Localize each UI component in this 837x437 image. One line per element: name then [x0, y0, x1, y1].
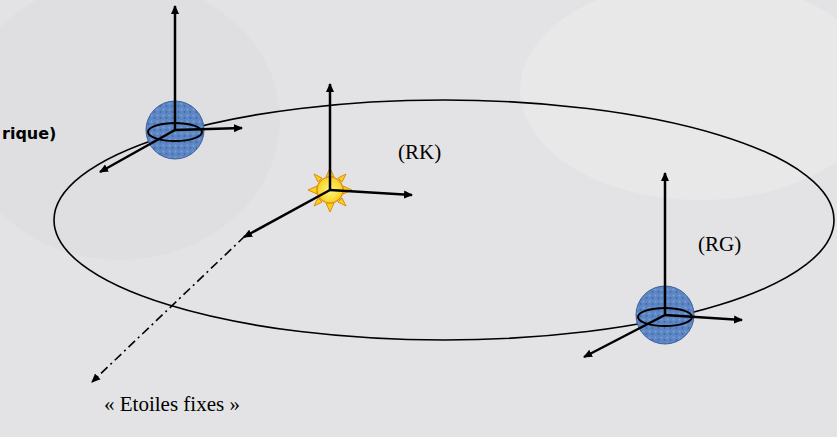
earth-right — [584, 173, 742, 357]
orbit — [54, 100, 834, 340]
frame-label: (RG) — [698, 232, 741, 256]
frame-label: (RK) — [398, 140, 441, 164]
cut-caption-fragment: rique) — [2, 125, 56, 143]
earth-left — [100, 6, 242, 172]
fixed-stars-label: « Etoiles fixes » — [104, 392, 240, 416]
fixed-stars-direction — [92, 236, 245, 382]
sun — [244, 84, 412, 237]
